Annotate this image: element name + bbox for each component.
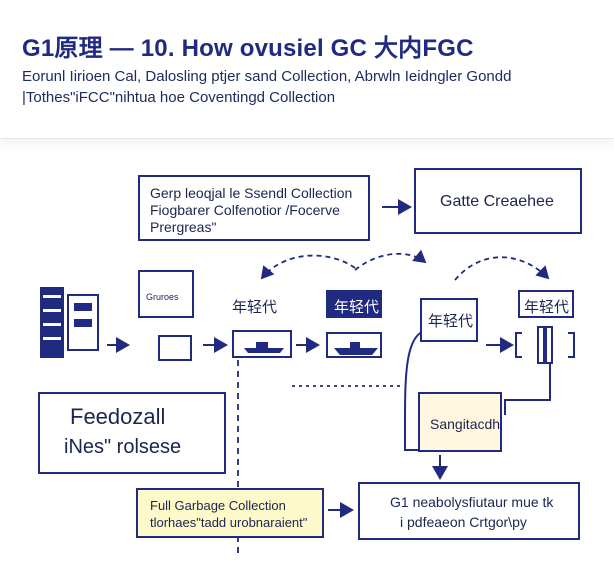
dashed-curve-2: [354, 249, 427, 271]
bottom-right-line-2: i pdfeaeon Crtgor\py: [400, 514, 527, 530]
g1-box-line-1: Gerp leoqjal le Ssendl Collection: [150, 185, 353, 201]
g1-box-line-3: Prergreas": [150, 219, 217, 235]
ship-icon: [326, 332, 382, 358]
monitor-icon: [138, 270, 194, 320]
gen-box-1: 年轻代: [228, 292, 286, 318]
page-title: G1原理 — 10. How ovusiel GC 大内FGC: [22, 35, 474, 62]
bracket-icon: [514, 325, 576, 365]
sangitacdh-label: Sangitacdh: [430, 416, 501, 432]
feedback-sub: iNes" rolsese: [64, 436, 182, 458]
bracket-drop: [504, 360, 551, 415]
subtitle-line-2: |Tothes"iFCC"nihtua hoe Coventingd Colle…: [22, 89, 336, 106]
gen-label-2: 年轻代: [334, 299, 380, 316]
monitor-label: Gruroes: [146, 292, 179, 302]
sangitacdh-box: Sangitacdh: [418, 392, 502, 452]
g1-collection-box: Gerp leoqjal le Ssendl Collection Fiogba…: [138, 175, 370, 241]
full-gc-line-1: Full Garbage Collection: [150, 498, 286, 513]
gen-box-2: 年轻代: [326, 290, 382, 318]
gen-label-4: 年轻代: [524, 299, 570, 316]
full-gc-box: Full Garbage Collection tlorhaes"tadd ur…: [136, 488, 324, 538]
gatte-box: Gatte Creaehee: [414, 168, 582, 234]
gen-label-1: 年轻代: [232, 299, 278, 316]
dashed-curve-3: [454, 256, 550, 281]
subtitle-line-1: Eorunl Iirioen Cal, Dalosling ptjer sand…: [22, 68, 512, 85]
bottom-right-box: G1 neabolysfiutaur mue tk i pdfeaeon Crt…: [358, 482, 580, 540]
g1-box-line-2: Fiogbarer Colfenotior /Focerve: [150, 202, 340, 218]
server-rack-icon: [38, 285, 104, 360]
full-gc-line-2: tlorhaes"tadd urobnaraient": [150, 515, 308, 530]
gen-label-3: 年轻代: [428, 313, 474, 330]
gatte-label: Gatte Creaehee: [440, 193, 554, 210]
header-panel: G1原理 — 10. How ovusiel GC 大内FGC Eorunl I…: [0, 0, 614, 139]
container-icon: [232, 330, 292, 358]
gen-box-4: 年轻代: [518, 290, 574, 318]
small-box: [158, 335, 192, 361]
feedback-title: Feedozall: [70, 404, 166, 429]
feedback-box: Feedozall iNes" rolsese: [38, 392, 226, 474]
bottom-right-line-1: G1 neabolysfiutaur mue tk: [390, 494, 554, 510]
dashed-curve-1: [260, 254, 356, 280]
gen-box-3: 年轻代: [420, 298, 478, 342]
